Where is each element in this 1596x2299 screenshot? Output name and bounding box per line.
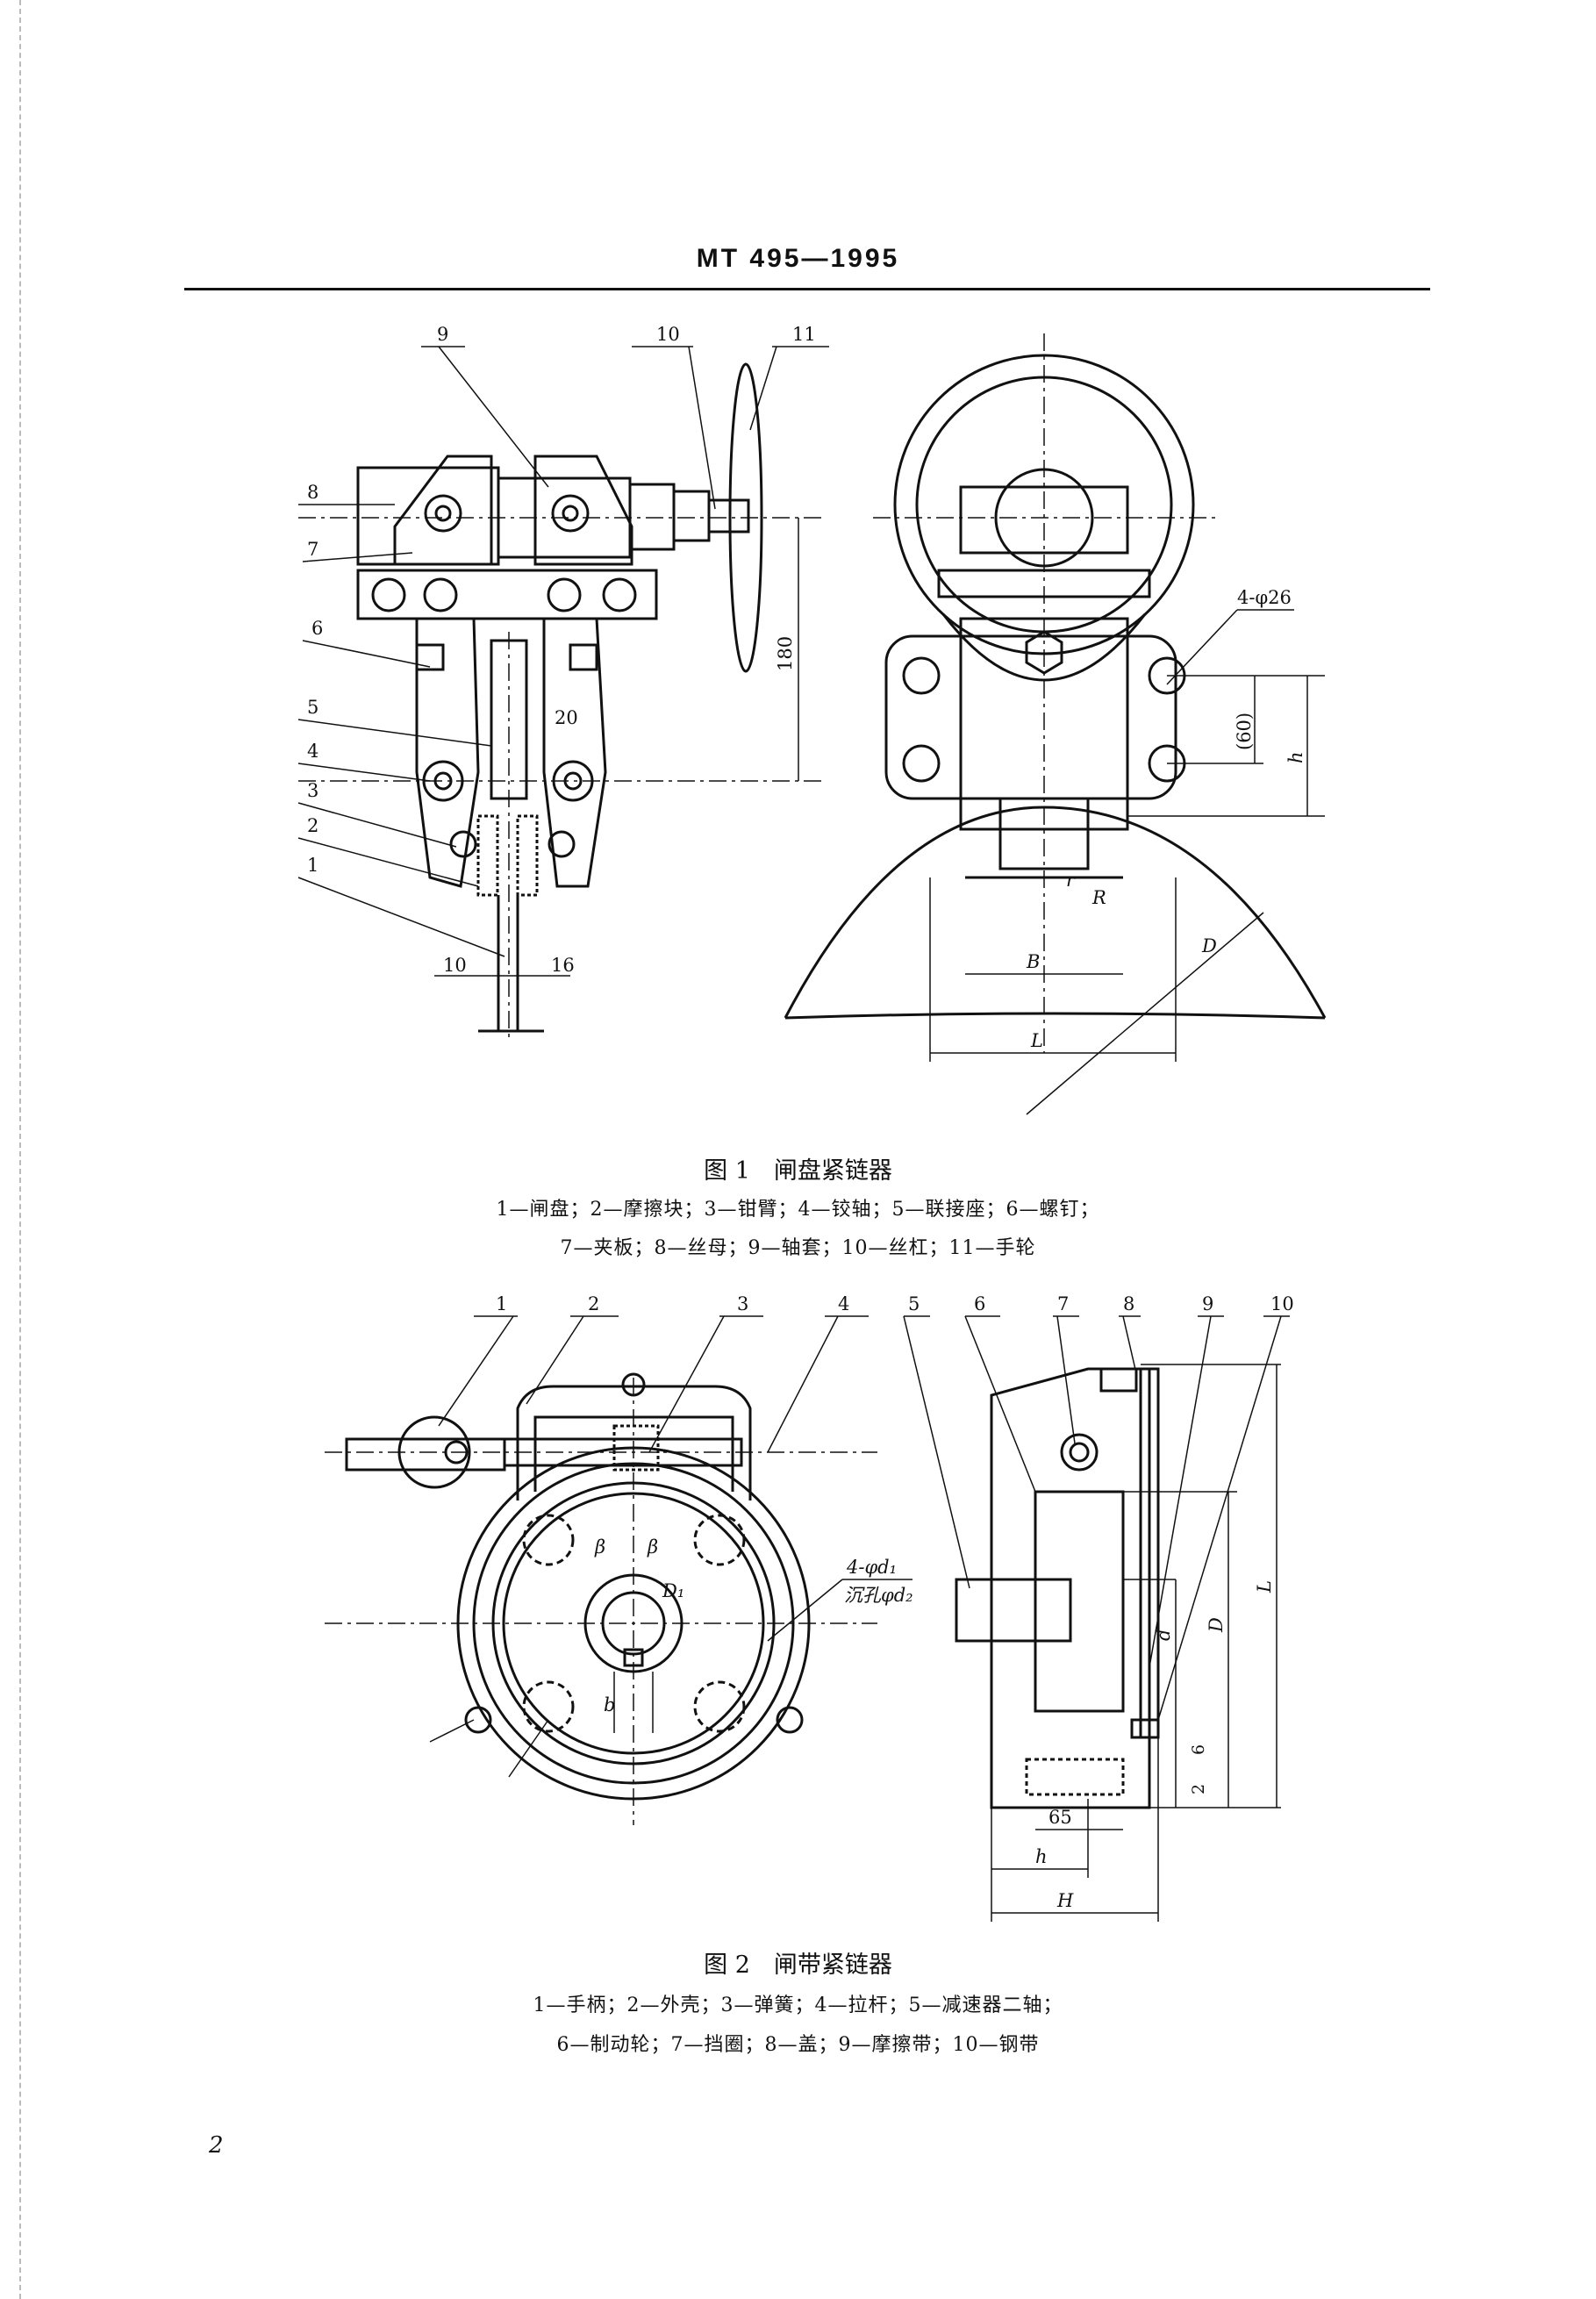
figure-2-legend-line-2: 6—制动轮；7—挡圈；8—盖；9—摩擦带；10—钢带 [556,2034,1040,2056]
fig1-dim-10: 10 [443,955,467,976]
header-rule [184,288,1430,290]
fig1-side-view [297,346,829,1040]
fig1-callout-1: 1 [307,855,318,876]
fig1-dim-B: B [1026,951,1040,972]
fig1-dim-16: 16 [551,955,575,976]
fig2-dim-65: 65 [1048,1807,1072,1828]
fig2-dim-holes: 4-φd₁ [846,1557,897,1578]
fig2-callout-10: 10 [1270,1293,1294,1314]
fig1-callout-11: 11 [792,324,816,345]
fig2-callout-3: 3 [737,1293,748,1314]
fig2-callout-5: 5 [908,1293,920,1314]
fig1-dim-R: R [1091,887,1106,908]
fig1-callout-8: 8 [307,482,318,503]
fig2-dim-D1: D₁ [662,1580,684,1601]
fig2-callout-7: 7 [1057,1293,1069,1314]
fig1-callout-9: 9 [437,324,448,345]
fig2-dim-D: D [1206,1617,1227,1633]
fig2-callout-4: 4 [838,1293,849,1314]
fig1-dim-L: L [1030,1030,1043,1051]
figure-1-legend-line-2: 7—夹板；8—丝母；9—轴套；10—丝杠；11—手轮 [560,1237,1036,1259]
fig1-dim-h: h [1285,751,1306,763]
fig1-callout-6: 6 [311,618,323,639]
fig1-dim-20: 20 [555,707,578,728]
fig2-callout-8: 8 [1123,1293,1134,1314]
fig2-dim-b: b [604,1694,615,1715]
fig2-front-view [325,1315,913,1825]
fig2-dim-2: 2 [1189,1784,1208,1794]
standard-code: MT 495—1995 [696,244,900,273]
fig2-callout-1: 1 [496,1293,507,1314]
page-number: 2 [209,2132,224,2159]
figure-1-caption: 图 1 闸盘紧链器 [704,1157,892,1185]
fig1-callout-7: 7 [307,539,318,560]
fig1-callout-4: 4 [307,741,318,762]
fig1-callout-3: 3 [307,780,318,801]
fig2-callout-9: 9 [1202,1293,1213,1314]
fig1-dim-holes: 4-φ26 [1237,587,1292,608]
fig1-callout-2: 2 [307,815,318,836]
fig2-dim-beta-right: β [647,1536,658,1558]
fig1-dim-60: (60) [1234,713,1255,750]
fig1-callout-5: 5 [307,697,318,718]
fig2-dim-beta-left: β [594,1536,605,1558]
figure-2-legend-line-1: 1—手柄；2—外壳；3—弹簧；4—拉杆；5—减速器二轴； [533,1995,1063,2016]
figure-2-caption: 图 2 闸带紧链器 [704,1952,892,1979]
fig2-callout-2: 2 [588,1293,599,1314]
figure-1-legend-line-1: 1—闸盘；2—摩擦块；3—钳臂；4—铰轴；5—联接座；6—螺钉； [496,1199,1100,1221]
fig2-section-view [903,1315,1290,1922]
fig2-dim-L: L [1254,1580,1275,1594]
fig2-dim-d: d [1153,1629,1174,1641]
fig2-dim-6: 6 [1189,1744,1208,1755]
fig2-dim-counterbore: 沉孔φd₂ [844,1585,913,1606]
fig1-dim-r: r [1066,870,1077,891]
figure-1-drawing: 8 7 6 5 4 3 2 1 9 10 11 10 16 20 4-φ26 B… [297,324,1327,1115]
fig1-dim-D: D [1201,935,1217,956]
page-margin-line [19,0,22,2299]
fig2-dim-H: H [1056,1890,1074,1911]
fig1-front-view [784,333,1327,1115]
fig2-callout-6: 6 [974,1293,985,1314]
fig1-callout-10: 10 [656,324,680,345]
fig1-dim-180: 180 [775,636,796,671]
fig2-dim-h: h [1035,1846,1048,1867]
